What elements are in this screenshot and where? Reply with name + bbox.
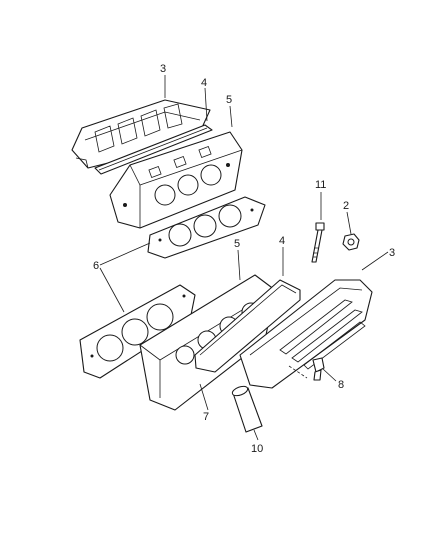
washer <box>342 233 360 251</box>
leader-lines <box>99 75 389 441</box>
callout-7: 7 <box>203 411 209 423</box>
callout-5-bottom: 5 <box>234 238 240 250</box>
callout-10: 10 <box>251 443 263 455</box>
pcv-fitting <box>312 357 325 381</box>
valve-cover-top <box>71 99 211 169</box>
callout-11: 11 <box>315 179 326 191</box>
head-gasket-bottom <box>79 284 196 379</box>
callout-labels: 3 4 5 11 2 6 5 4 3 8 7 10 <box>93 63 395 455</box>
head-gasket-top <box>147 196 266 259</box>
head-bolt <box>311 222 325 263</box>
callout-4-bottom: 4 <box>279 235 285 247</box>
callout-6: 6 <box>93 260 99 272</box>
valve-cover-gasket-bottom <box>194 279 301 373</box>
callout-3-bottom: 3 <box>389 247 395 259</box>
cylinder-head-top <box>109 131 243 229</box>
valve-cover-gasket-top <box>94 124 213 175</box>
callout-2: 2 <box>343 200 349 212</box>
callout-5-top: 5 <box>226 94 232 106</box>
callout-4-top: 4 <box>201 77 207 89</box>
callout-8: 8 <box>338 379 344 391</box>
callout-3-top: 3 <box>160 63 166 75</box>
sleeve-tube <box>231 385 263 433</box>
valve-cover-bottom <box>239 279 373 389</box>
